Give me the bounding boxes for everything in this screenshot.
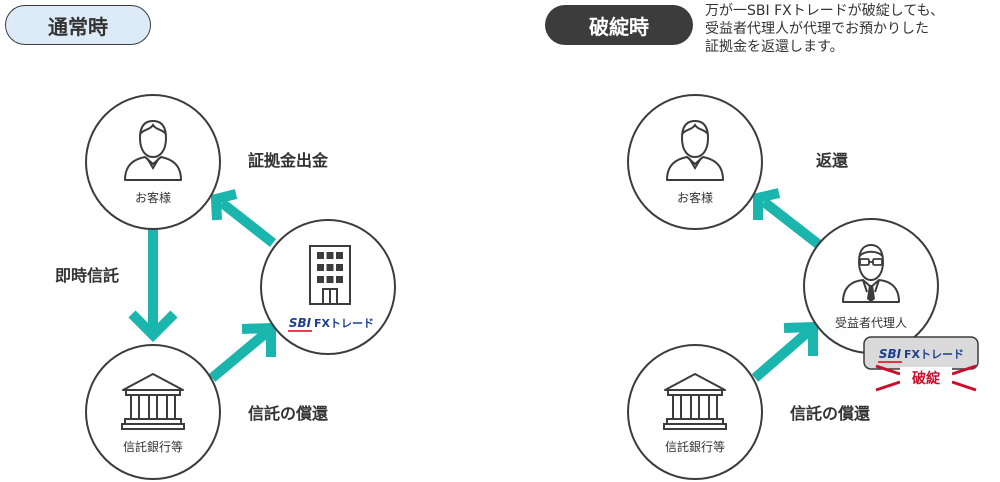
node-customer-left: お客様 xyxy=(85,94,221,230)
sbi-failed-badge: SBI FXトレード 破綻 xyxy=(863,336,979,392)
node-bank-right: 信託銀行等 xyxy=(627,344,763,480)
flow-label-repay: 信託の償還 xyxy=(790,404,871,423)
bank-label: 信託銀行等 xyxy=(665,439,725,454)
badge-normal: 通常時 xyxy=(5,5,151,45)
failed-label-bg xyxy=(900,367,952,387)
agent-label: 受益者代理人 xyxy=(835,316,907,330)
arrow-trust xyxy=(128,228,178,343)
node-customer-right: お客様 xyxy=(627,94,763,230)
flow-label-trust: 即時信託 xyxy=(55,266,119,285)
arrow-withdrawal xyxy=(210,189,277,247)
customer-label: お客様 xyxy=(677,190,713,205)
customer-label: お客様 xyxy=(135,190,171,205)
failure-note-line: 受益者代理人が代理でお預かりした xyxy=(705,21,929,37)
failed-label: 破綻 xyxy=(912,370,941,387)
bank-label: 信託銀行等 xyxy=(123,439,183,454)
flow-label-repay: 信託の償還 xyxy=(248,404,329,423)
arrow-repay xyxy=(208,322,276,382)
failure-note: 万が一SBI FXトレードが破綻しても、 受益者代理人が代理でお預かりした 証拠… xyxy=(705,2,997,56)
failure-note-line: 証拠金を返還します。 xyxy=(705,39,844,55)
badge-normal-label: 通常時 xyxy=(48,14,108,39)
crack-marks xyxy=(875,364,977,392)
office-building-icon xyxy=(309,245,351,305)
failure-note-line: 万が一SBI FXトレードが破綻しても、 xyxy=(705,3,945,19)
node-agent: 受益者代理人 xyxy=(803,218,939,354)
badge-failure: 破綻時 xyxy=(545,5,693,45)
left-arrows xyxy=(128,189,277,382)
sbi-logo-brand: SBI xyxy=(289,316,312,330)
flow-label-withdrawal: 証拠金出金 xyxy=(248,151,329,170)
arrow-return xyxy=(753,188,822,248)
flow-label-return: 返還 xyxy=(816,151,849,170)
badge-failure-label: 破綻時 xyxy=(589,14,649,39)
right-arrows xyxy=(751,188,822,382)
node-sbi-company: SBI FXトレード xyxy=(260,219,396,355)
arrow-repay-right xyxy=(751,321,818,382)
sbi-logo-brand: SBI xyxy=(879,347,902,361)
node-bank-left: 信託銀行等 xyxy=(85,344,221,480)
sbi-logo-name: FXトレード xyxy=(904,348,964,361)
sbi-logo-name: FXトレード xyxy=(314,317,374,330)
